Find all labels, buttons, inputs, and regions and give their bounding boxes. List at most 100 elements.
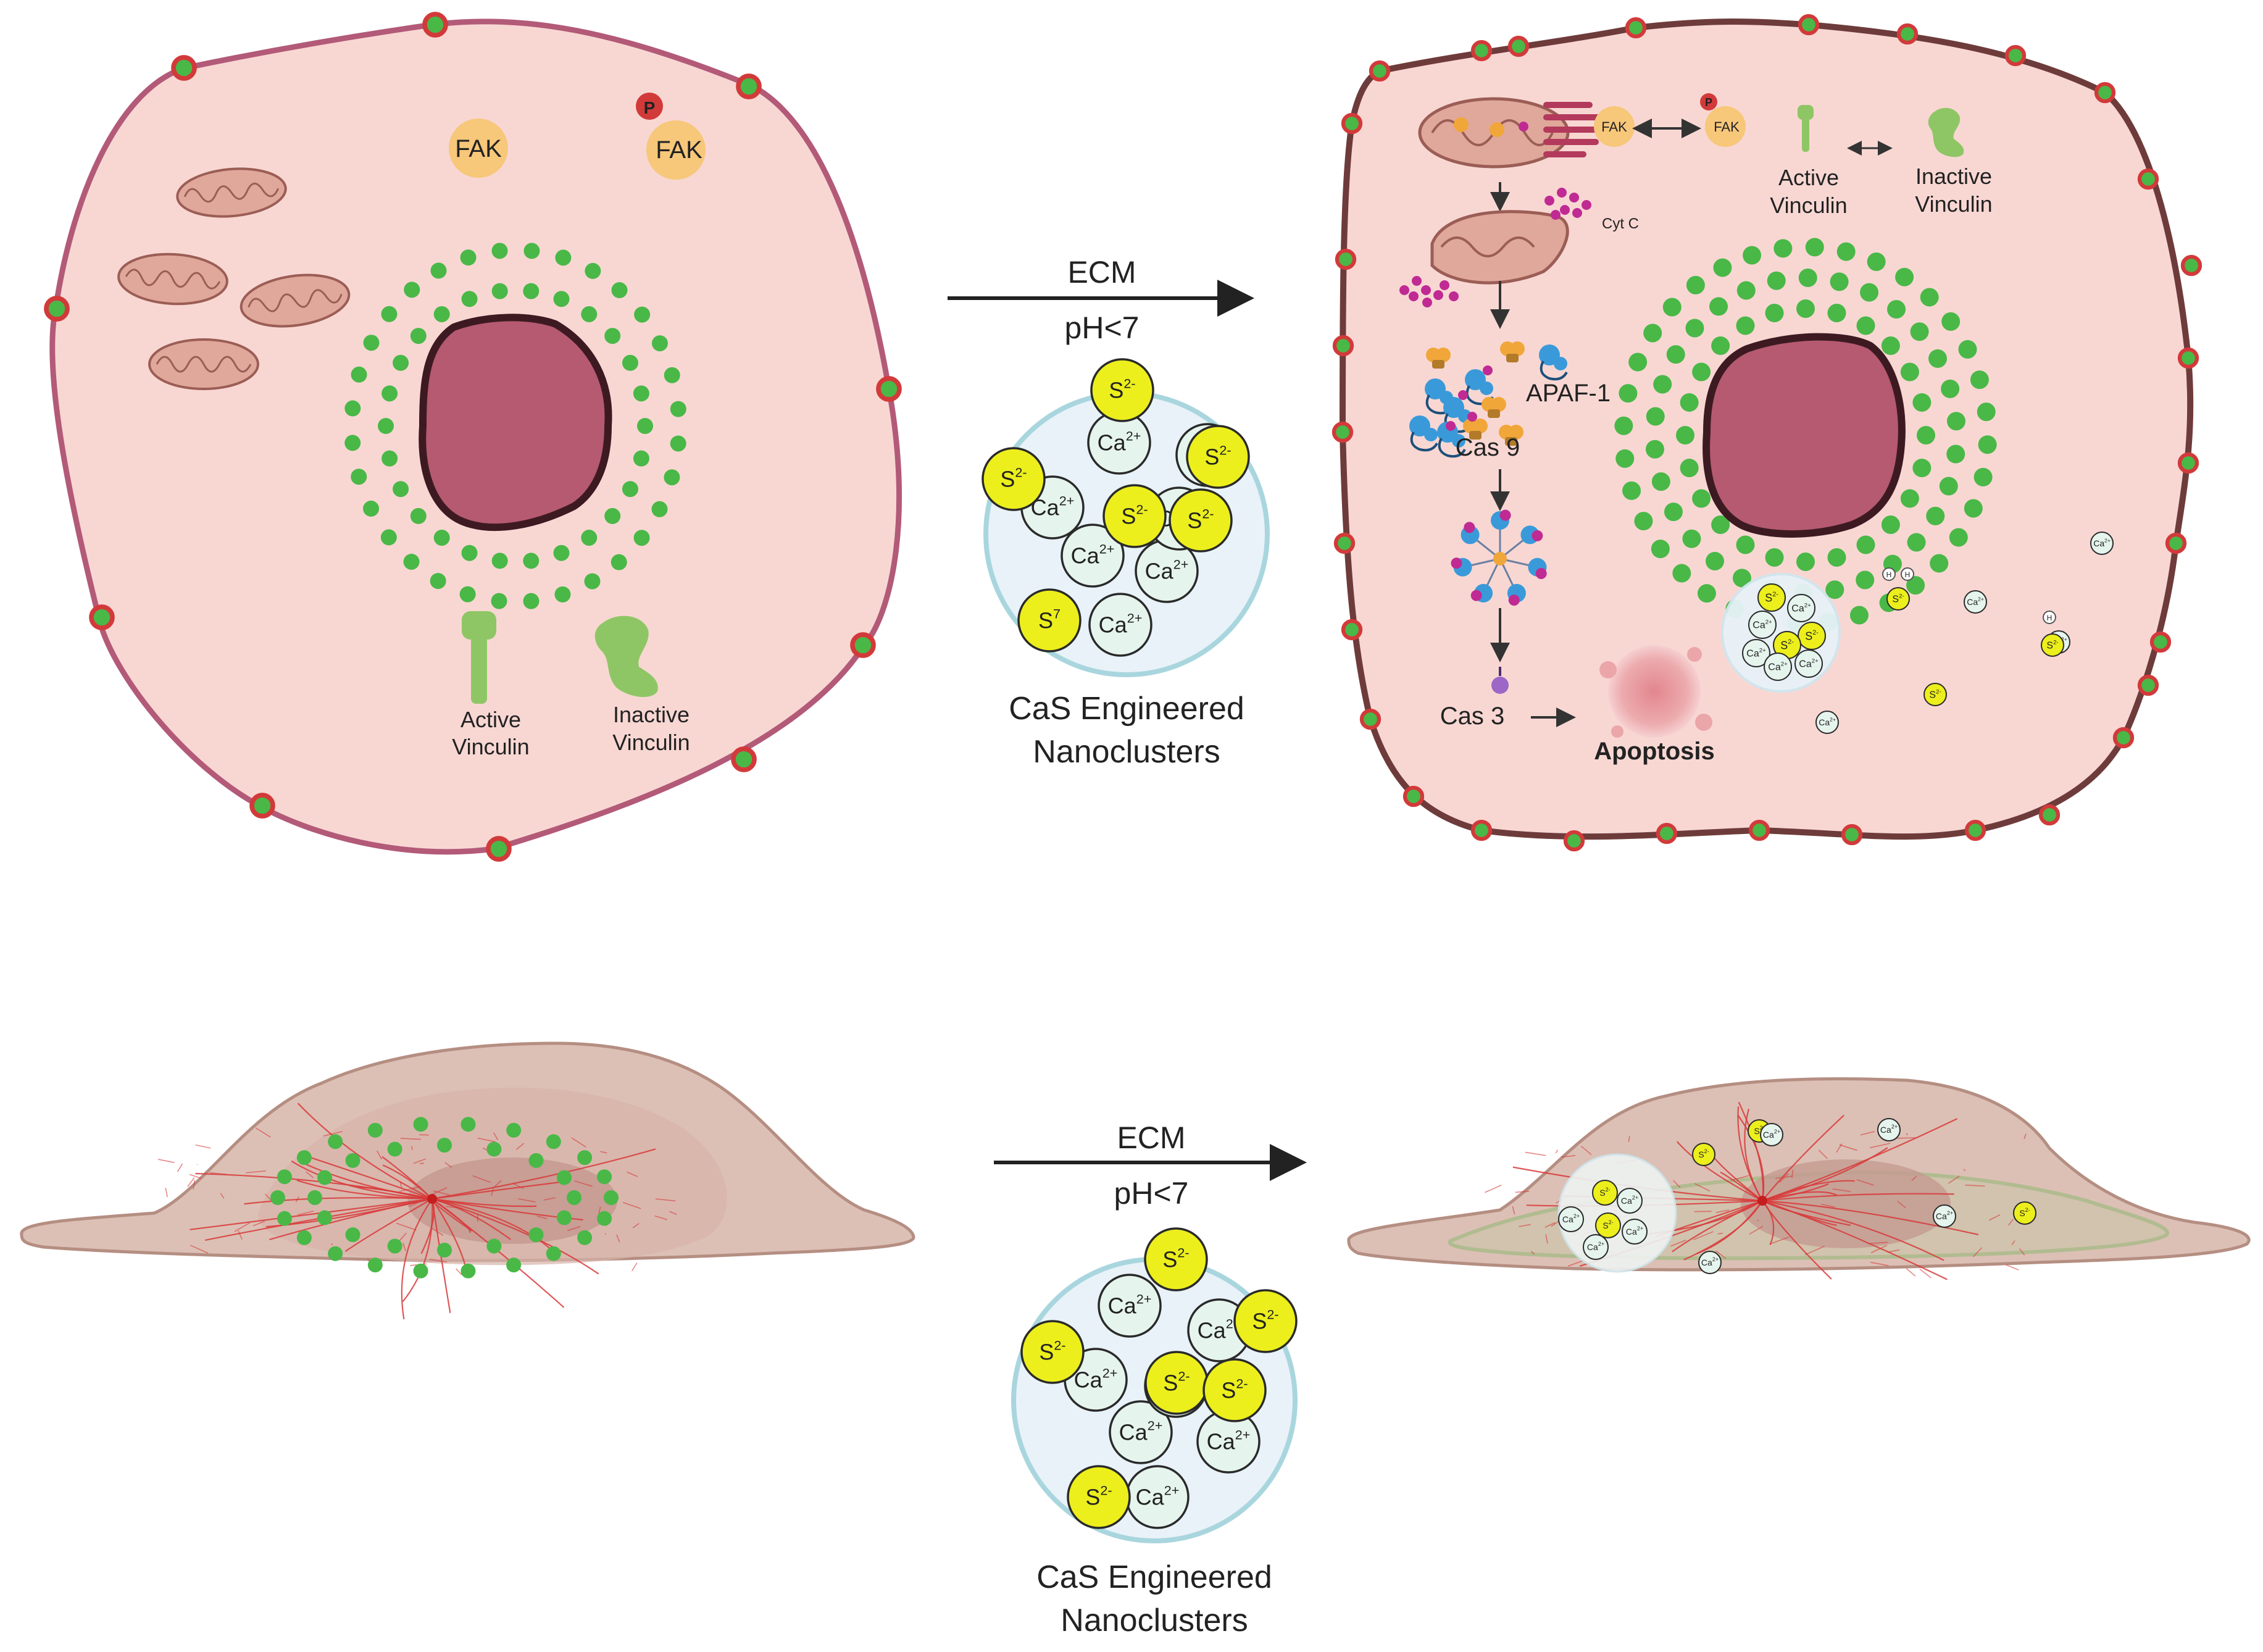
fak-protein: FAK <box>449 119 508 178</box>
vinculin-dot <box>554 586 570 603</box>
vinculin-dot <box>1964 499 1983 518</box>
vinculin-dot <box>460 586 476 603</box>
vinculin-dot <box>1796 553 1815 571</box>
vinculin-dot <box>1912 393 1931 412</box>
calcium-ion: Ca2+ <box>2091 532 2113 554</box>
adhesion-dot <box>1405 788 1422 805</box>
vinculin-dot <box>584 574 600 590</box>
sulfide-ion: S2- <box>1145 1229 1207 1290</box>
vinculin-dot <box>1857 536 1875 554</box>
top-treatment-arrow: ECM pH<7 <box>948 255 1247 345</box>
vinculin-dot <box>634 530 650 546</box>
svg-text:H: H <box>1905 570 1911 579</box>
actin-fragment <box>178 1164 183 1172</box>
vinculin-dot <box>1970 370 1989 389</box>
vinculin-dot <box>346 1153 360 1168</box>
hydrogen-atom: H <box>1883 568 1895 580</box>
adhesion-dot <box>1967 822 1984 839</box>
sulfide-ion: S7 <box>1019 590 1080 651</box>
vinculin-dot <box>1619 384 1637 403</box>
cytochrome-c <box>1449 291 1459 301</box>
pfak-label: FAK <box>656 136 702 164</box>
sulfide-ion: S2- <box>1693 1143 1715 1166</box>
vinculin-dot <box>1628 353 1647 371</box>
vinculin-dot <box>1680 393 1699 412</box>
cas9-label: Cas 9 <box>1456 434 1520 461</box>
vinculin-dot <box>328 1246 343 1261</box>
vinculin-dot <box>1926 507 1944 525</box>
vinculin-dot <box>492 243 508 259</box>
vinculin-dot <box>1765 304 1784 322</box>
sulfide-ion: S2- <box>983 448 1044 510</box>
top-arrow-ecm: ECM <box>1067 255 1136 290</box>
vinculin-dot <box>622 481 638 497</box>
vinculin-dot <box>604 328 620 344</box>
adhesion-dot <box>1343 115 1361 132</box>
sulfide-ion: S2- <box>2014 1202 2036 1224</box>
adhesion-dot <box>1336 535 1353 552</box>
inactive-vinculin-label-1: Inactive <box>613 702 690 727</box>
vinculin-dot <box>523 243 540 259</box>
active-vinculin-label-treated-1: Active <box>1778 165 1839 190</box>
actin-fragment <box>2006 1265 2019 1270</box>
vinculin-dot <box>1856 571 1874 590</box>
vinculin-dot <box>1615 449 1634 468</box>
vinculin-dot <box>1713 259 1732 277</box>
vinculin-dot <box>1850 606 1869 624</box>
cytochrome-c <box>1582 200 1591 210</box>
calcium-ion: Ca2+ <box>1559 1207 1583 1232</box>
vinculin-dot <box>1928 349 1947 368</box>
cytochrome-c <box>1421 285 1431 295</box>
calcium-ion: Ca2+ <box>1622 1219 1647 1244</box>
actin-fragment <box>165 1188 167 1197</box>
vinculin-dot <box>670 401 686 417</box>
cytochrome-c <box>1467 412 1477 422</box>
vinculin-dot <box>1686 276 1705 294</box>
vinculin-dot <box>597 1169 612 1184</box>
inactive-vinculin-label-treated-2: Vinculin <box>1915 191 1992 217</box>
adhesion-dot <box>2152 633 2169 651</box>
nucleus-treated <box>1706 337 1902 534</box>
vinculin-dot <box>1882 515 1900 534</box>
vinculin-dot <box>1773 239 1792 257</box>
vinculin-dot <box>553 545 569 561</box>
adhesion-dot <box>2180 454 2197 472</box>
vinculin-dot <box>1941 312 1960 331</box>
vinculin-dot <box>1667 345 1685 364</box>
vinculin-dot <box>404 554 420 570</box>
vinculin-dot <box>634 307 650 323</box>
vinculin-dot <box>664 367 680 383</box>
adhesion-dot <box>1335 337 1352 354</box>
vinculin-dot <box>486 1239 501 1254</box>
actin-fragment <box>1556 1150 1557 1153</box>
vinculin-dot <box>567 1190 581 1205</box>
nanocluster-bottom-caption-1: CaS Engineered <box>1036 1559 1272 1595</box>
healthy-cell: FAK P FAK Active Vinculin Inactive Vincu… <box>46 14 899 859</box>
adhesion-dot <box>1334 423 1351 441</box>
sulfide-ion: S2- <box>1235 1290 1296 1352</box>
vinculin-dot <box>1917 426 1935 444</box>
adhesion-dot <box>2183 257 2200 274</box>
vinculin-dot <box>523 593 539 609</box>
vinculin-dot <box>1825 580 1844 599</box>
hydrogen-atom: H <box>2043 611 2056 624</box>
vinculin-dot <box>393 481 409 497</box>
vinculin-dot <box>437 1243 452 1258</box>
calcium-ion: Ca2+ <box>1127 1466 1188 1528</box>
calcium-ion: Ca2+ <box>1816 711 1838 733</box>
sulfide-ion: S2- <box>1091 359 1153 421</box>
sulfide-ion: S2- <box>1104 485 1165 547</box>
vinculin-dot <box>637 418 653 434</box>
adhesion-dot <box>91 607 112 628</box>
vinculin-dot <box>1736 316 1755 335</box>
adhesion-dot <box>1627 19 1644 36</box>
vinculin-dot <box>1837 243 1856 261</box>
vinculin-dot <box>270 1190 285 1205</box>
vinculin-dot <box>1912 459 1931 477</box>
vinculin-dot <box>462 291 478 307</box>
actin-fragment <box>1906 1269 1915 1276</box>
adhesion-dot <box>2041 806 2058 824</box>
cytochrome-c <box>1433 290 1443 300</box>
vinculin-dot <box>1946 445 1965 464</box>
calcium-ion: Ca2+ <box>1699 1251 1721 1274</box>
